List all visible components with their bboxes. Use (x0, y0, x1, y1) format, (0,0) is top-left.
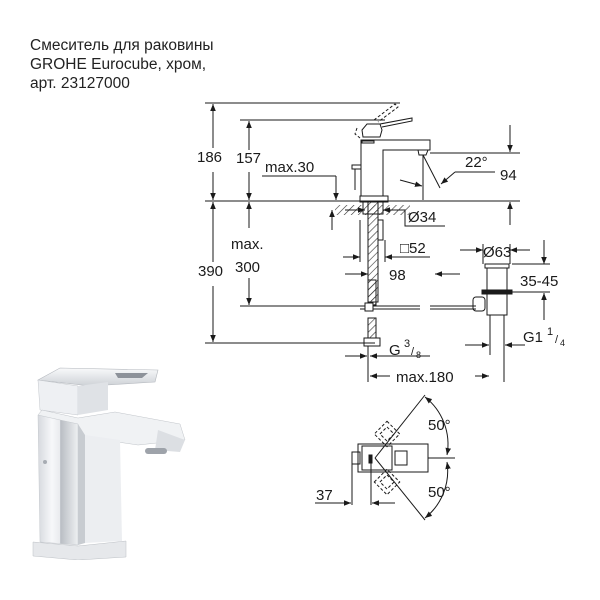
dim-spout-outlet-height: 94 (500, 167, 517, 184)
product-title-line-1: Смеситель для раковины (30, 37, 214, 54)
dim-deck-thickness: max.30 (265, 159, 314, 176)
dim-handle-rotation-upper: 50° (428, 417, 451, 434)
dim-total-height: 186 (197, 149, 222, 166)
dim-max-waste-distance: max.180 (396, 369, 454, 386)
svg-text:G: G (389, 342, 401, 359)
dim-install-depth-label-1: max. (231, 236, 264, 253)
product-photo (32, 367, 186, 560)
dim-waste-thread: G1 1 / 4 (523, 326, 565, 348)
dim-handle-rotation-lower: 50° (428, 484, 451, 501)
product-title-line-2: GROHE Eurocube, хром, (30, 56, 207, 73)
dim-supply-thread: G 3 / 8 (389, 338, 421, 360)
svg-text:8: 8 (416, 350, 421, 360)
dim-install-depth-label-2: 300 (235, 259, 260, 276)
dim-total-depth: 390 (198, 263, 223, 280)
svg-text:3: 3 (404, 338, 410, 350)
dim-popup-diameter: Ø63 (483, 244, 511, 261)
dim-reach: 98 (389, 267, 406, 284)
dim-popup-range: 35-45 (520, 273, 558, 290)
dim-spout-height: 157 (236, 150, 261, 167)
dim-base-square: □52 (400, 240, 426, 257)
svg-text:/: / (411, 346, 415, 358)
dim-hole-diameter: Ø34 (408, 209, 436, 226)
svg-text:4: 4 (560, 338, 565, 348)
svg-text:/: / (555, 334, 559, 346)
dim-handle-offset: 37 (316, 487, 333, 504)
svg-text:G1: G1 (523, 329, 543, 346)
product-title: Смеситель для раковины GROHE Eurocube, х… (30, 36, 214, 93)
product-title-line-3: арт. 23127000 (30, 75, 130, 92)
svg-text:1: 1 (547, 326, 553, 338)
dim-spray-angle: 22° (465, 154, 488, 171)
